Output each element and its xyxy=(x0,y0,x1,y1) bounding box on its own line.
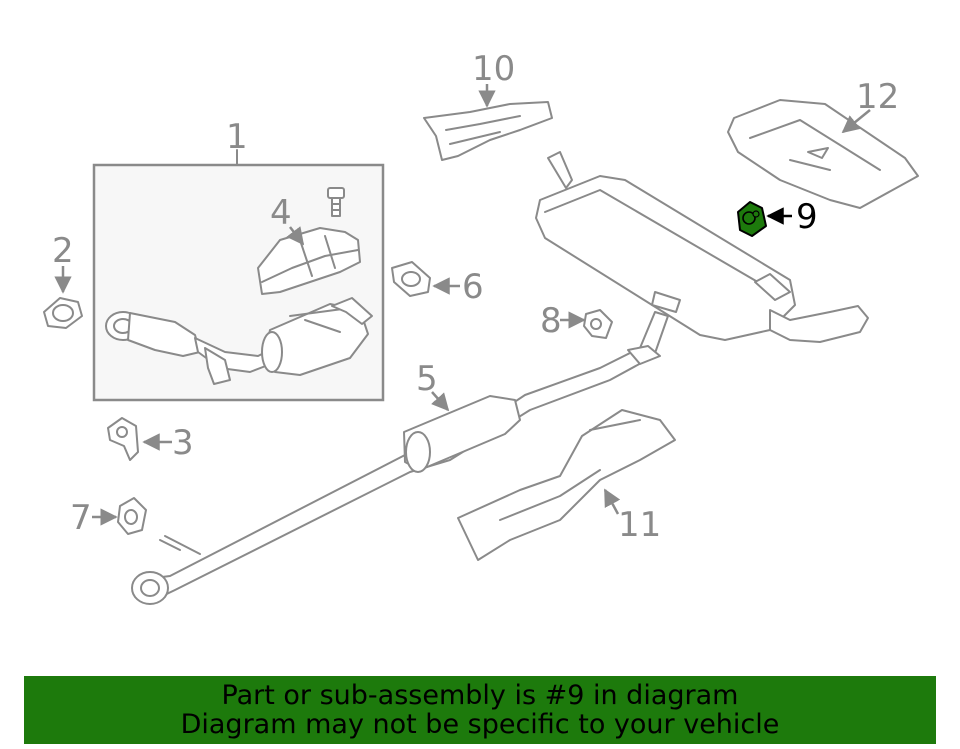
part-7-rubber-hanger[interactable] xyxy=(117,497,147,535)
callout-10[interactable]: 10 xyxy=(472,49,515,89)
callout-3[interactable]: 3 xyxy=(172,423,194,463)
part-3-bracket[interactable] xyxy=(107,417,139,461)
callout-4[interactable]: 4 xyxy=(270,193,292,233)
part-4-converter-heat-shield[interactable] xyxy=(257,227,361,295)
callout-12[interactable]: 12 xyxy=(856,77,899,117)
part-12-heat-shield[interactable] xyxy=(727,99,919,209)
callout-2[interactable]: 2 xyxy=(52,231,74,271)
banner-line-1: Part or sub-assembly is #9 in diagram xyxy=(221,680,739,711)
part-11-heat-shield[interactable] xyxy=(457,409,676,561)
callout-7[interactable]: 7 xyxy=(70,498,92,538)
callout-1[interactable]: 1 xyxy=(226,117,248,157)
info-banner: Part or sub-assembly is #9 in diagram Di… xyxy=(24,676,936,744)
bolt xyxy=(327,187,345,217)
part-9-rubber-hanger-highlighted[interactable] xyxy=(737,201,767,237)
callout-9[interactable]: 9 xyxy=(796,197,818,237)
part-8-rubber-hanger[interactable] xyxy=(583,309,613,339)
callout-8[interactable]: 8 xyxy=(540,301,562,341)
exhaust-system-diagram: 1 4 2 6 3 xyxy=(43,49,919,605)
callout-6[interactable]: 6 xyxy=(462,267,484,307)
rear-muffler xyxy=(535,151,869,343)
part-10-heat-shield[interactable] xyxy=(423,101,553,161)
callout-11[interactable]: 11 xyxy=(618,505,661,545)
part-1-catalytic-converter[interactable] xyxy=(105,297,373,385)
banner-line-2: Diagram may not be specific to your vehi… xyxy=(180,709,780,740)
callout-5[interactable]: 5 xyxy=(416,359,438,399)
part-6-gasket[interactable] xyxy=(391,261,431,297)
part-2-gasket[interactable] xyxy=(43,297,83,329)
